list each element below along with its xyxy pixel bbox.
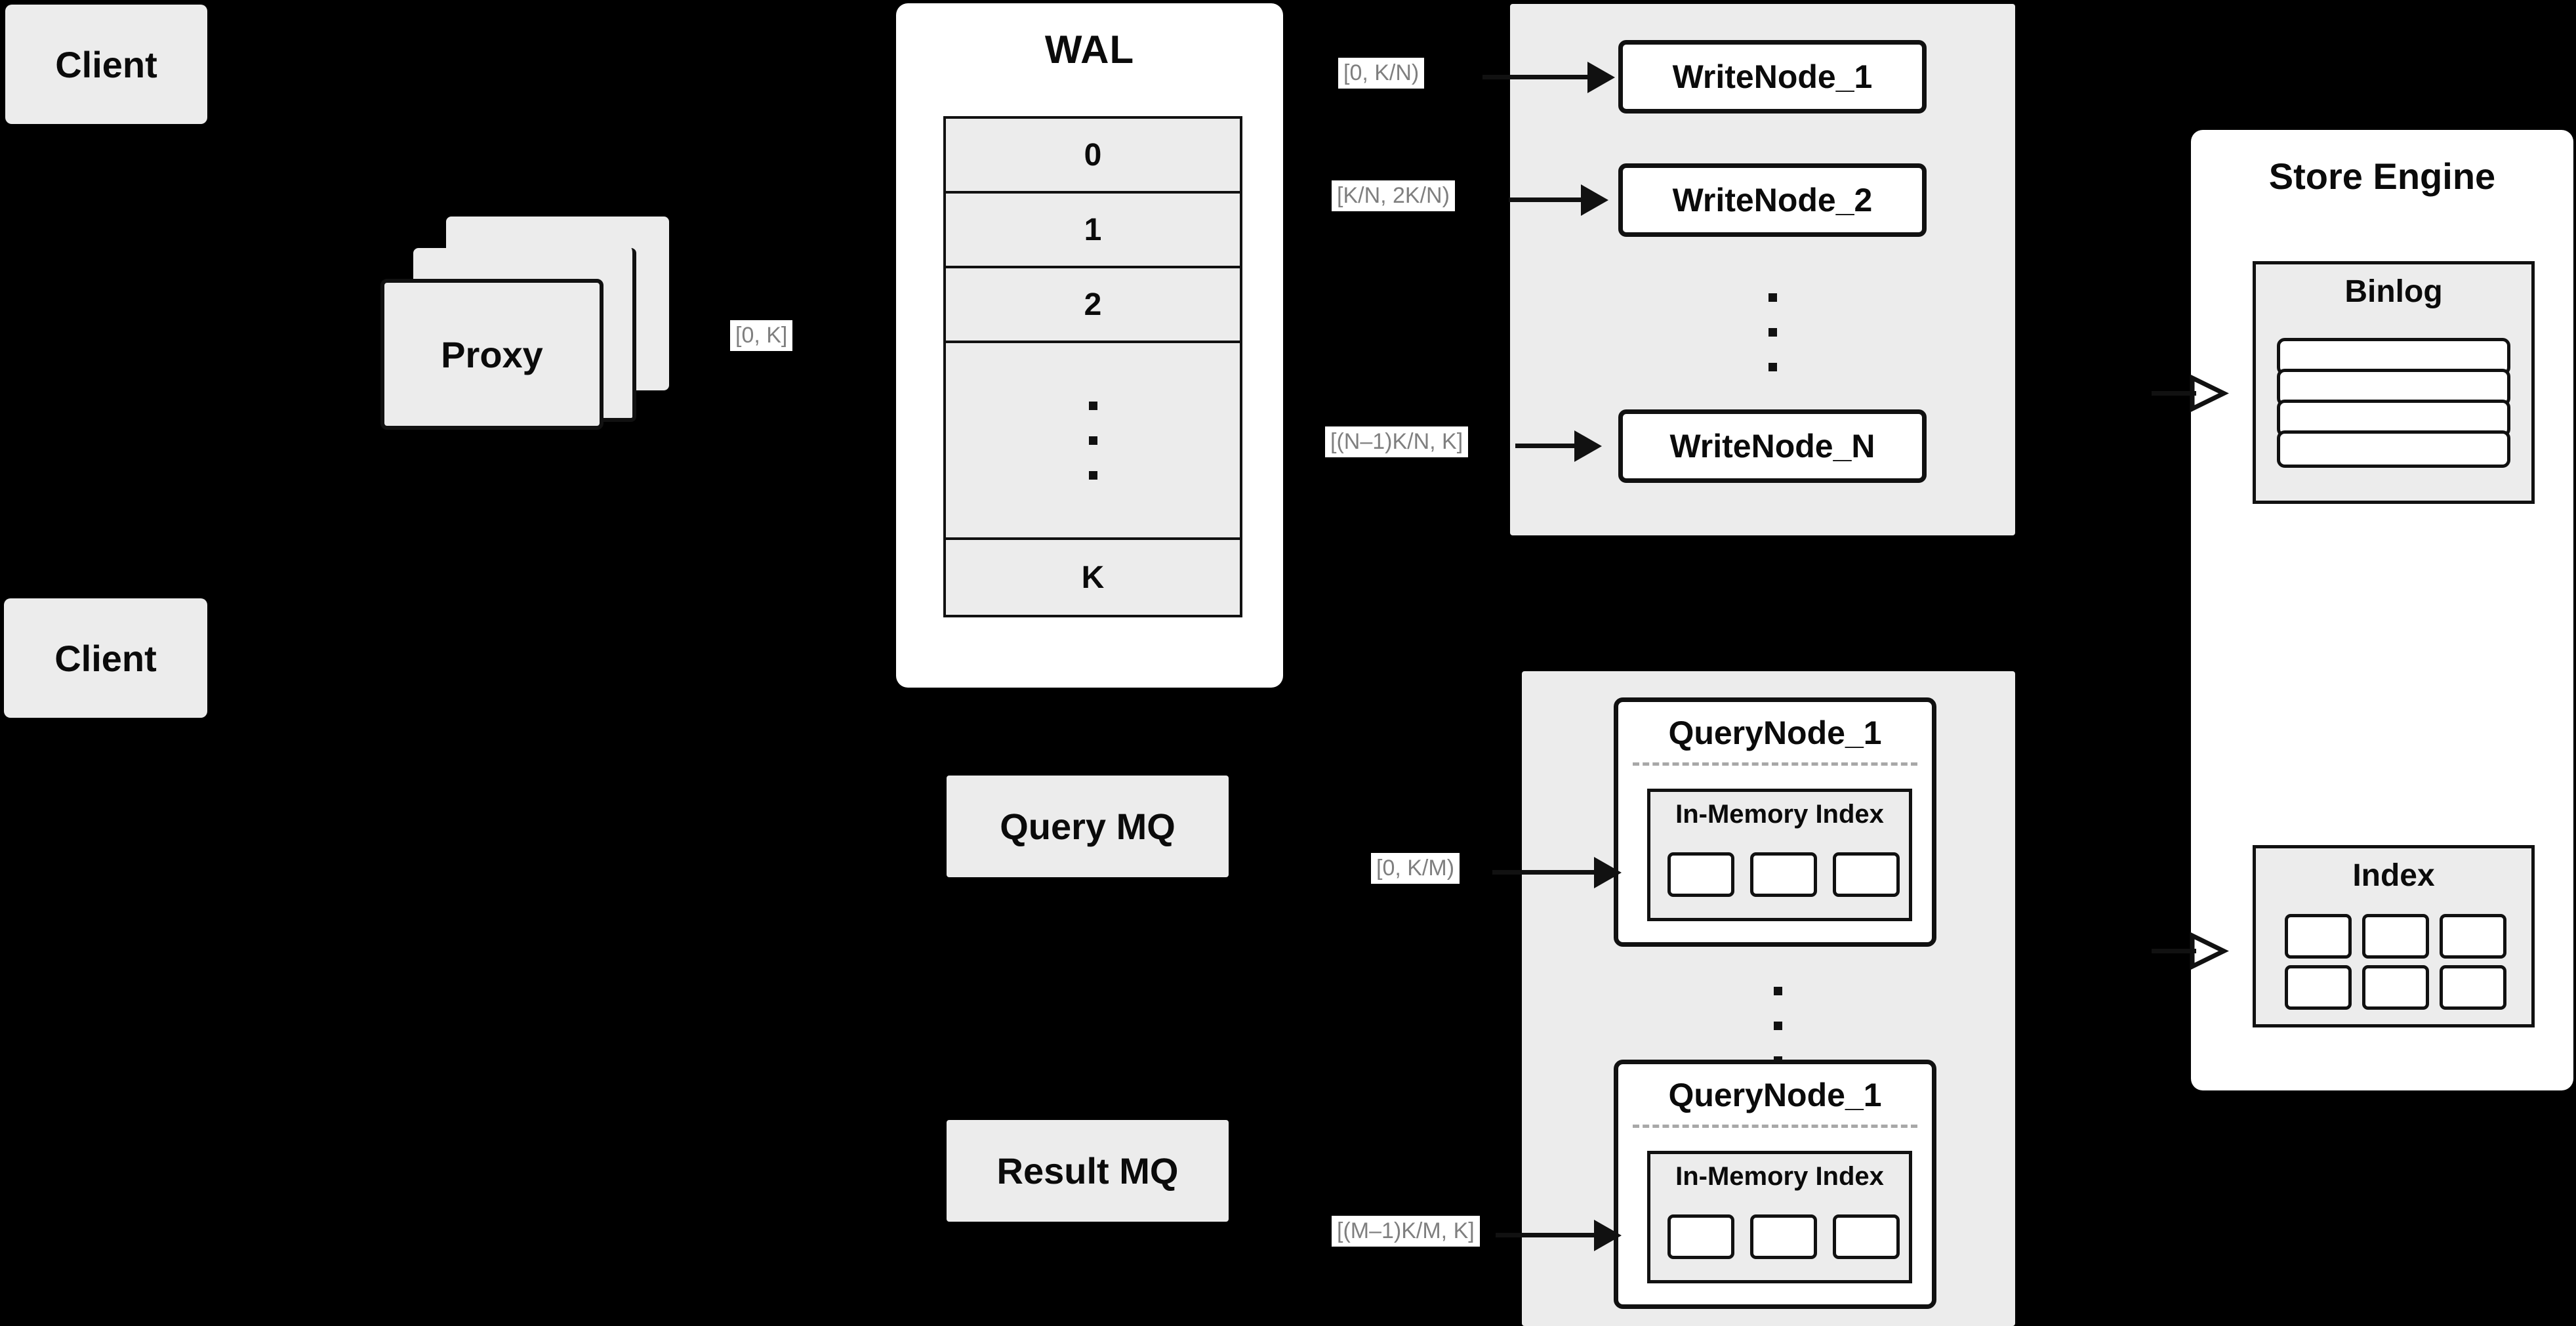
wal-entry-row: 1 <box>946 194 1240 268</box>
wal-container: WAL 0 1 2 K <box>896 3 1283 688</box>
wal-title: WAL <box>1044 28 1135 72</box>
index-segment-chip[interactable] <box>1833 852 1900 897</box>
write-range-label-2: [K/N, 2K/N) <box>1332 180 1455 212</box>
write-edge-1: [0, K/N) <box>1338 58 1620 97</box>
arrow-head-icon <box>1574 430 1602 462</box>
open-arrow-head-icon <box>2190 932 2229 974</box>
write-edge-n: [(N–1)K/N, K] <box>1325 426 1620 466</box>
write-node-label-n: WriteNode_N <box>1669 428 1875 465</box>
query-node-label-m: QueryNode_1 <box>1668 1077 1882 1113</box>
ellipsis-dot <box>1088 470 1097 480</box>
proxy-label: Proxy <box>441 333 543 375</box>
in-memory-index-title-m: In-Memory Index <box>1675 1162 1884 1191</box>
arrow-line <box>2152 391 2196 396</box>
wal-entry-value: 0 <box>1084 137 1102 173</box>
client-box-1[interactable]: Client <box>5 5 207 124</box>
query-range-label-1: [0, K/M) <box>1371 853 1460 884</box>
binlog-panel: Binlog <box>2253 261 2535 504</box>
arrow-head-icon <box>1587 62 1615 93</box>
write-node-label-2: WriteNode_2 <box>1672 182 1873 218</box>
binlog-row[interactable] <box>2277 430 2510 468</box>
write-node-label-1: WriteNode_1 <box>1672 58 1873 95</box>
wal-entry-value: 2 <box>1084 287 1102 322</box>
ellipsis-dot <box>1088 436 1097 445</box>
wal-entry-row: K <box>946 540 1240 615</box>
binlog-title: Binlog <box>2344 274 2443 309</box>
write-range-label-n: [(N–1)K/N, K] <box>1325 426 1469 458</box>
ellipsis-dot <box>1768 293 1777 302</box>
result-mq-box[interactable]: Result MQ <box>947 1120 1229 1222</box>
query-node-separator <box>1633 762 1917 766</box>
in-memory-index-title-1: In-Memory Index <box>1675 800 1884 829</box>
arrow-line <box>1509 197 1584 202</box>
index-segment-chip[interactable] <box>1750 1214 1817 1259</box>
write-edge-2: [K/N, 2K/N) <box>1332 180 1620 220</box>
arrow-line <box>1496 1233 1597 1237</box>
write-node-box-1[interactable]: WriteNode_1 <box>1618 40 1927 114</box>
client-label-1: Client <box>55 43 157 85</box>
index-cell[interactable] <box>2440 914 2506 959</box>
wal-entry-row: 0 <box>946 119 1240 194</box>
ellipsis-dot <box>1773 1021 1782 1030</box>
query-mq-box[interactable]: Query MQ <box>947 776 1229 877</box>
ellipsis-dot <box>1768 362 1777 371</box>
arrow-head-icon <box>1581 184 1608 216</box>
arrow-head-icon <box>1594 1220 1622 1251</box>
index-cell[interactable] <box>2362 914 2429 959</box>
query-node-box-m[interactable]: QueryNode_1 In-Memory Index <box>1614 1060 1936 1309</box>
index-inbound-edge <box>2152 932 2257 971</box>
index-segment-chip[interactable] <box>1833 1214 1900 1259</box>
in-memory-index-panel-m: In-Memory Index <box>1647 1151 1912 1283</box>
proxy-stack-layer-1[interactable]: Proxy <box>380 279 603 430</box>
query-mq-label: Query MQ <box>1000 806 1176 847</box>
wal-entry-row: 2 <box>946 268 1240 343</box>
index-title: Index <box>2352 858 2435 893</box>
wal-entry-value: 1 <box>1084 212 1102 247</box>
proxy-range-label: [0, K] <box>730 320 793 352</box>
index-panel: Index <box>2253 845 2535 1027</box>
arrow-line <box>2152 949 2196 953</box>
query-node-label-1: QueryNode_1 <box>1668 715 1882 751</box>
index-segment-chip[interactable] <box>1667 852 1734 897</box>
arrow-line <box>1515 444 1578 448</box>
index-segment-chip[interactable] <box>1667 1214 1734 1259</box>
result-mq-label: Result MQ <box>996 1150 1179 1191</box>
query-edge-m: [(M–1)K/M, K] <box>1332 1216 1633 1255</box>
ellipsis-dot <box>1088 401 1097 410</box>
wal-entry-table: 0 1 2 K <box>943 116 1242 617</box>
in-memory-index-panel-1: In-Memory Index <box>1647 789 1912 921</box>
index-cell[interactable] <box>2285 965 2352 1010</box>
wal-entry-value: K <box>1081 560 1105 595</box>
write-range-label-1: [0, K/N) <box>1338 58 1425 89</box>
open-arrow-head-icon <box>2190 374 2229 417</box>
write-node-box-2[interactable]: WriteNode_2 <box>1618 163 1927 237</box>
query-node-box-1[interactable]: QueryNode_1 In-Memory Index <box>1614 697 1936 947</box>
index-cell[interactable] <box>2362 965 2429 1010</box>
ellipsis-dot <box>1768 327 1777 337</box>
index-cell[interactable] <box>2440 965 2506 1010</box>
store-engine-container: Store Engine Binlog Index <box>2191 130 2573 1090</box>
arrow-line <box>1482 75 1591 79</box>
arrow-line <box>1492 870 1597 875</box>
write-cluster-panel: WriteNode_1 WriteNode_2 WriteNode_N <box>1510 4 2015 535</box>
write-cluster-ellipsis <box>1740 273 1805 391</box>
index-cell[interactable] <box>2285 914 2352 959</box>
store-engine-title: Store Engine <box>2268 155 2496 197</box>
wal-entry-ellipsis <box>946 343 1240 540</box>
arrow-head-icon <box>1594 857 1622 888</box>
index-segment-chip[interactable] <box>1750 852 1817 897</box>
ellipsis-dot <box>1773 986 1782 995</box>
client-box-2[interactable]: Client <box>4 598 207 718</box>
query-cluster-panel: QueryNode_1 In-Memory Index QueryNode_1 … <box>1522 671 2015 1326</box>
binlog-inbound-edge <box>2152 374 2257 413</box>
write-node-box-n[interactable]: WriteNode_N <box>1618 409 1927 483</box>
client-label-2: Client <box>54 637 157 679</box>
query-node-separator <box>1633 1125 1917 1128</box>
query-edge-1: [0, K/M) <box>1371 853 1633 892</box>
proxy-stack[interactable]: Proxy <box>380 217 689 433</box>
query-range-label-m: [(M–1)K/M, K] <box>1332 1216 1480 1247</box>
proxy-range-label-wrap: [0, K] <box>730 320 793 352</box>
